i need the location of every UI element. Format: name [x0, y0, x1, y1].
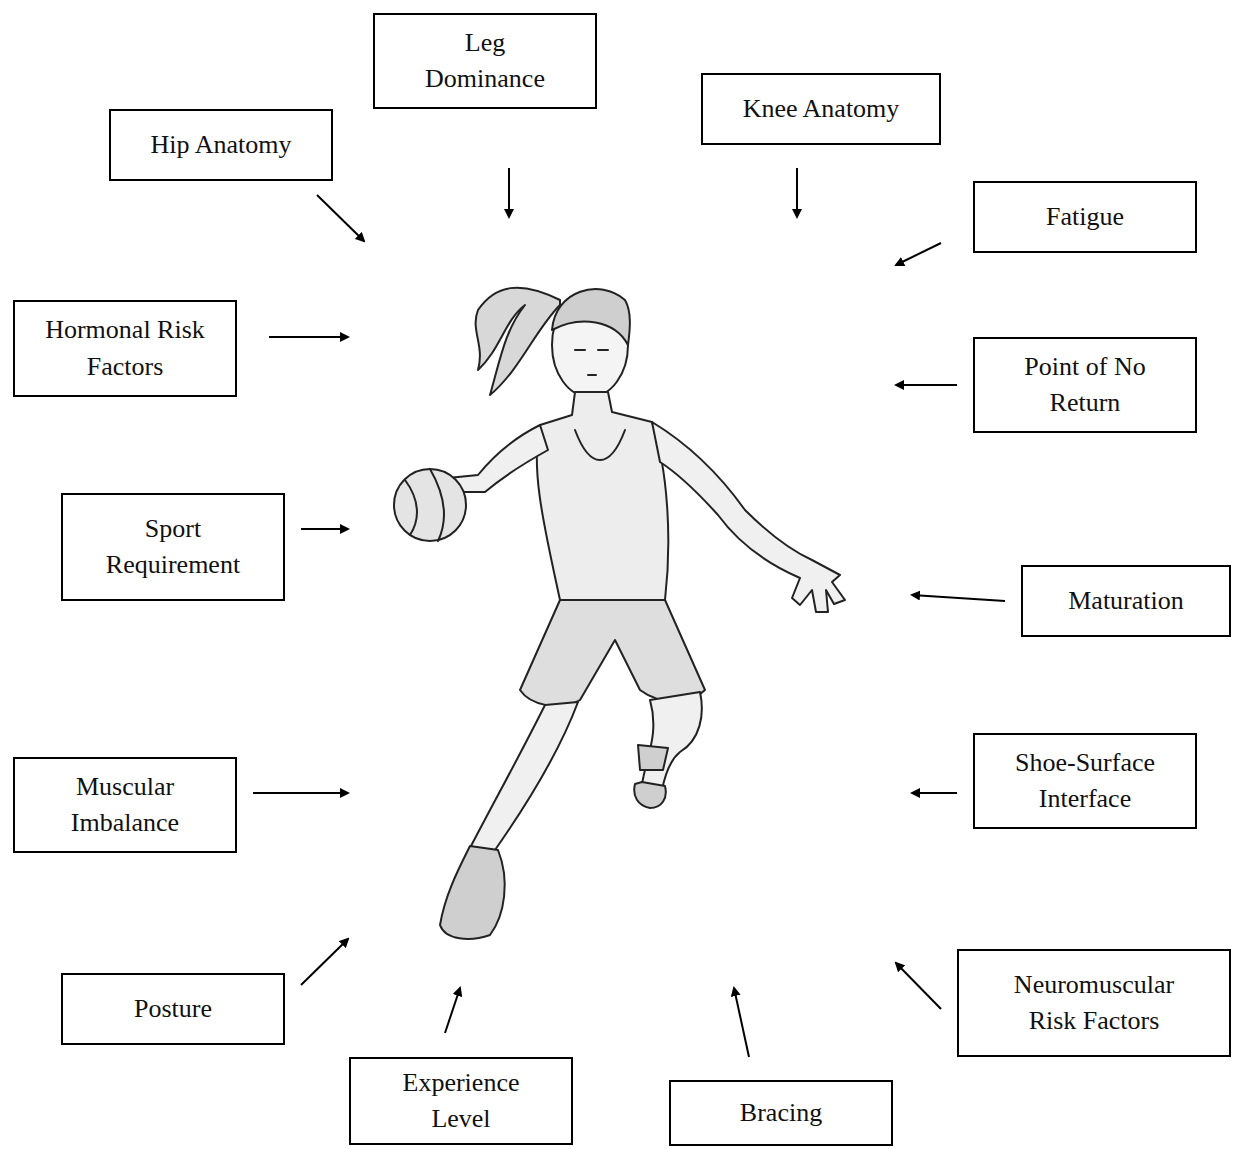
- pointer-arrow: [301, 528, 348, 530]
- factor-box: Fatigue: [973, 181, 1197, 253]
- shorts: [520, 600, 705, 706]
- factor-box: Muscular Imbalance: [13, 757, 237, 853]
- factor-box: Point of No Return: [973, 337, 1197, 433]
- pointer-arrow: [912, 792, 957, 794]
- factor-label: Shoe-Surface Interface: [998, 745, 1173, 818]
- factor-label: Bracing: [740, 1095, 822, 1131]
- factor-box: Hip Anatomy: [109, 109, 333, 181]
- basketball-player-sketch: [394, 288, 845, 939]
- factor-box: Knee Anatomy: [701, 73, 941, 145]
- factor-label: Knee Anatomy: [743, 91, 900, 127]
- factor-label: Posture: [134, 991, 212, 1027]
- factor-box: Hormonal Risk Factors: [13, 300, 237, 397]
- pointer-arrow: [317, 195, 364, 241]
- factor-box: Sport Requirement: [61, 493, 285, 601]
- face: [575, 350, 608, 375]
- factor-box: Bracing: [669, 1080, 893, 1146]
- factor-box: Experience Level: [349, 1057, 573, 1145]
- pointer-arrow: [269, 336, 348, 338]
- pointer-arrow: [796, 168, 798, 217]
- pointer-arrow: [912, 595, 1005, 601]
- left-shoe: [440, 846, 505, 939]
- torso: [537, 392, 669, 600]
- factor-box: Posture: [61, 973, 285, 1045]
- basketball: [394, 469, 466, 541]
- left-leg: [470, 702, 578, 850]
- pointer-arrow: [734, 988, 749, 1057]
- pointer-arrow: [508, 168, 510, 217]
- factor-box: Leg Dominance: [373, 13, 597, 109]
- left-arm: [448, 425, 548, 492]
- basketball-seams: [405, 469, 444, 541]
- hair: [552, 289, 630, 345]
- pointer-arrow: [896, 243, 941, 265]
- factor-label: Fatigue: [1046, 199, 1124, 235]
- jersey-neckline: [575, 430, 625, 460]
- factor-label: Experience Level: [386, 1065, 536, 1138]
- factor-box: Shoe-Surface Interface: [973, 733, 1197, 829]
- factor-label: Maturation: [1068, 583, 1184, 619]
- pointer-arrows: [253, 168, 1005, 1057]
- factor-box: Maturation: [1021, 565, 1231, 637]
- factor-box: Neuromuscular Risk Factors: [957, 949, 1231, 1057]
- factor-label: Hip Anatomy: [151, 127, 292, 163]
- factor-label: Neuromuscular Risk Factors: [992, 967, 1197, 1040]
- pointer-arrow: [253, 792, 348, 794]
- right-arm: [652, 422, 845, 612]
- pointer-arrow: [896, 963, 941, 1009]
- right-leg: [642, 692, 702, 790]
- pointer-arrow: [301, 939, 348, 985]
- factor-label: Point of No Return: [1008, 349, 1163, 422]
- ponytail: [476, 288, 560, 395]
- factor-label: Hormonal Risk Factors: [38, 312, 213, 385]
- right-shoe: [634, 745, 668, 808]
- factor-label: Leg Dominance: [415, 25, 555, 98]
- pointer-arrow: [445, 988, 460, 1033]
- factor-label: Sport Requirement: [86, 511, 261, 584]
- factor-label: Muscular Imbalance: [50, 769, 200, 842]
- pointer-arrow: [896, 384, 957, 386]
